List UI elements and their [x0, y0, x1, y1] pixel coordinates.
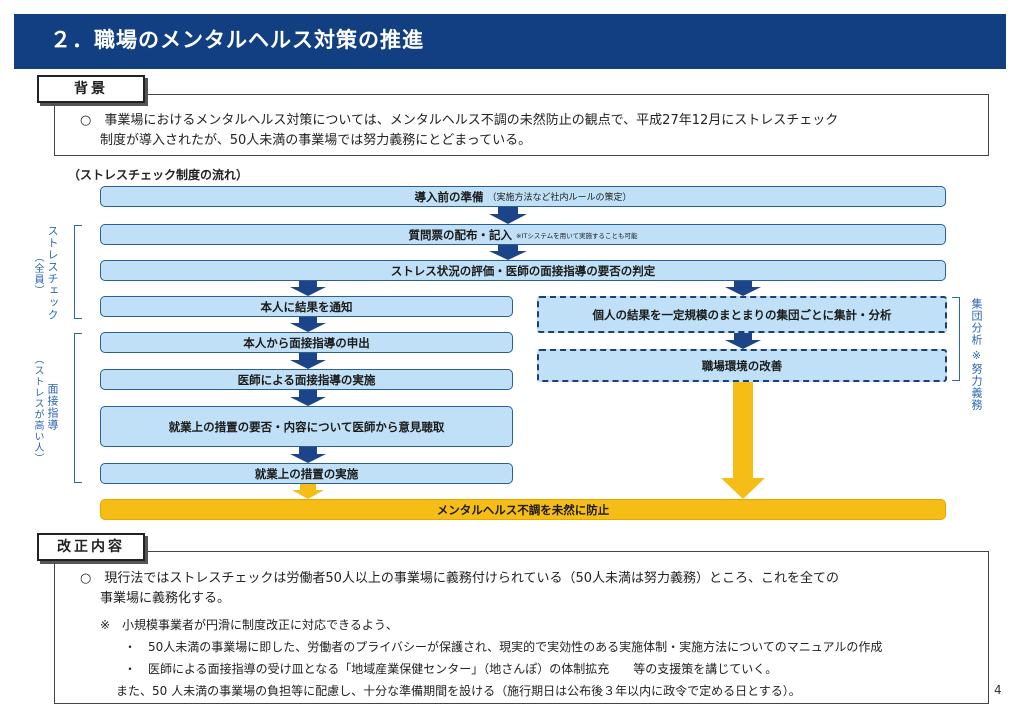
revision-bullet-2: ・ 医師による面接指導の受け皿となる「地域産業保健センター」（地さんぽ）の体制拡…	[124, 662, 778, 676]
revision-text-line1: ○ 現行法ではストレスチェックは労働者50人以上の事業場に義務付けられている（5…	[80, 571, 840, 586]
flow-step-evaluation: ストレス状況の評価・医師の面接指導の要否の判定	[100, 260, 946, 281]
bracket-high-stress	[74, 333, 82, 483]
side-label-interview: 面接指導	[46, 383, 59, 431]
flow-step-questionnaire-text: 質問票の配布・記入	[408, 227, 513, 242]
revision-text-line2: 事業場に義務化する。	[100, 591, 231, 606]
revision-closing: また、50 人未満の事業場の負担等に配慮し、十分な準備期間を設ける（施行期日は公…	[116, 684, 801, 698]
flow-step-notify: 本人に結果を通知	[100, 296, 513, 317]
background-text-line2: 制度が導入されたが、50人未満の事業場では努力義務にとどまっている。	[100, 133, 532, 148]
side-label-stresscheck: ストレスチェック	[46, 225, 59, 321]
side-label-all: （全員）	[32, 252, 43, 296]
flow-step-interview: 医師による面接指導の実施	[100, 369, 513, 390]
flow-step-request: 本人から面接指導の申出	[100, 332, 513, 353]
side-label-group-analysis: 集団分析	[970, 298, 983, 346]
flow-step-questionnaire-note: ※ITシステムを用いて実施することも可能	[516, 231, 638, 240]
side-label-high-stress: （ストレスが高い人）	[32, 354, 43, 464]
flow-goal: メンタルヘルス不調を未然に防止	[100, 499, 946, 520]
flow-step-group-analysis: 個人の結果を一定規模のまとまりの集団ごとに集計・分析	[537, 296, 947, 333]
revision-bullet-1: ・ 50人未満の事業場に即した、労働者のプライバシーが保護され、現実的で実効性の…	[124, 640, 883, 654]
flow-step-preparation-note: （実施方法など社内ルールの策定）	[487, 193, 632, 203]
background-text-line1: ○ 事業場におけるメンタルヘルス対策については、メンタルヘルス不調の未然防止の観…	[80, 113, 839, 128]
background-label: 背景	[37, 75, 145, 103]
flow-step-questionnaire: 質問票の配布・記入 ※ITシステムを用いて実施することも可能	[100, 224, 946, 245]
flow-step-measures: 就業上の措置の実施	[100, 463, 513, 484]
revision-box	[54, 551, 989, 704]
bracket-all	[74, 225, 82, 319]
page-title: ２．職場のメンタルヘルス対策の推進	[50, 28, 424, 52]
revision-label: 改正内容	[37, 533, 145, 561]
side-label-effort: ※努力義務	[970, 349, 983, 411]
flow-step-preparation: 導入前の準備 （実施方法など社内ルールの策定）	[100, 186, 946, 207]
flow-step-workplace-improvement: 職場環境の改善	[537, 349, 947, 382]
background-box	[54, 94, 989, 156]
page-number: 4	[994, 683, 1002, 697]
flow-step-preparation-text: 導入前の準備	[414, 189, 484, 204]
bracket-group	[952, 297, 960, 381]
flow-step-opinion: 就業上の措置の要否・内容について医師から意見聴取	[100, 406, 513, 447]
revision-note: ※ 小規模事業者が円滑に制度改正に対応できるよう、	[100, 618, 398, 632]
title-banner	[14, 14, 1006, 69]
flow-heading: （ストレスチェック制度の流れ）	[68, 168, 249, 182]
